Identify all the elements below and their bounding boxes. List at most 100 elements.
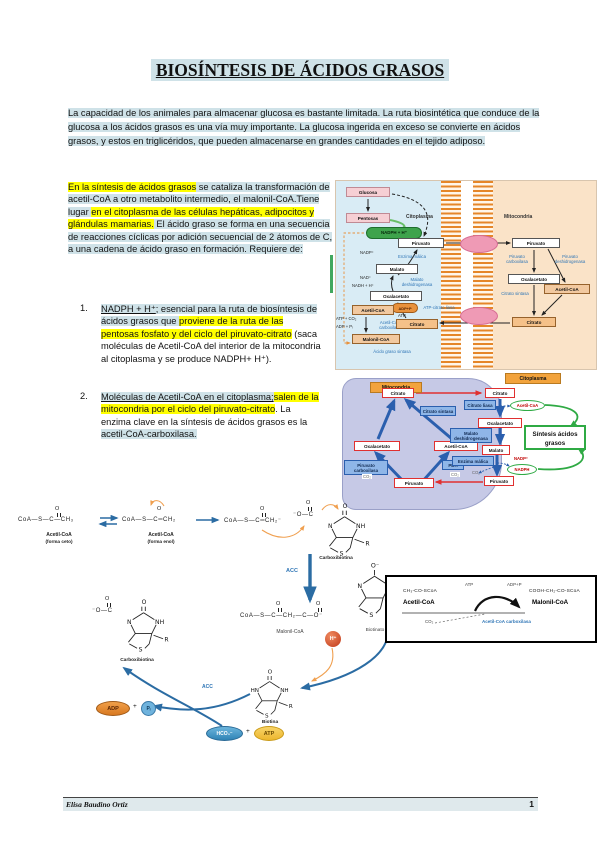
biotin-ring: O N NH S R bbox=[328, 503, 370, 556]
nadp-label: NADP⁺ bbox=[360, 250, 374, 255]
acc-reaction-mechanism: O CoA—S—C—CH₃ Acetil-CoA (forma ceto) O … bbox=[0, 498, 600, 798]
d2-piruvato-carboxilasa-box: Piruvato carboxilasa bbox=[344, 460, 388, 476]
double-bond bbox=[106, 602, 112, 607]
change-bar bbox=[330, 255, 333, 293]
o-atom: O bbox=[260, 506, 265, 512]
malonil-coa-structure: O O CoA—S—C—CH₂—C—O⁻ Malonil-CoA bbox=[240, 601, 350, 641]
double-bond bbox=[317, 607, 323, 612]
nh-atom: NH bbox=[155, 619, 164, 626]
carboxyl-group: ⁻O—C bbox=[92, 608, 113, 614]
carboxibiotina-left-structure: O ⁻O—C O N NH S R bbox=[92, 596, 182, 666]
d2-citrato-mito-box: Citrato bbox=[382, 388, 414, 398]
piruvato-cyto-box: Piruvato bbox=[398, 238, 444, 249]
ceto-formula: CoA—S—C—CH₃ bbox=[18, 517, 74, 523]
s-atom: S bbox=[340, 551, 344, 556]
citrate-shuttle-diagram: Glucosa Pentosas Citoplasma Mitocondria … bbox=[335, 180, 597, 370]
n-atom: N bbox=[127, 619, 132, 626]
citrato-cyto-box: Citrato bbox=[396, 319, 438, 330]
box-adp-p-label: ADP+P bbox=[507, 582, 522, 587]
o-minus-atom: O⁻ bbox=[371, 562, 379, 569]
oxalacetato-cyto-box: Oxalacetato bbox=[370, 291, 422, 302]
d2-acetil-coa-oval: Acetil-CoA bbox=[510, 400, 545, 411]
piruvato-carboxilasa-label: Piruvato carboxilasa bbox=[506, 254, 528, 265]
d2-malato-dh-box: Malato deshidrogenasa bbox=[450, 428, 492, 444]
o-atom: O bbox=[157, 506, 162, 512]
enzima-malica-label: Enzima málica bbox=[398, 254, 426, 259]
cytoplasm-label: Citoplasma bbox=[406, 214, 433, 220]
ceto-name: Acetil-CoA bbox=[46, 532, 72, 538]
outer-membrane bbox=[441, 181, 461, 369]
adp-pi-label: ADP + Pᵢ bbox=[336, 324, 353, 329]
atp-co2-label: ATP + CO₂ bbox=[336, 316, 357, 321]
list-item-2-number: 2. bbox=[80, 391, 88, 401]
enol-form: (forma enol) bbox=[147, 539, 175, 544]
carboxibiotina-top-structure: O ⁻O—C O N NH S R bbox=[293, 500, 379, 562]
s-atom: S bbox=[369, 612, 373, 618]
box-enzyme-label: Acetil-CoA carboxilasa bbox=[482, 619, 531, 624]
d2-oxalacetato-cyto-box: Oxalacetato bbox=[478, 418, 522, 428]
list-item-2-term: Moléculas de Acetil-CoA en el citoplasma… bbox=[101, 392, 274, 402]
acc-label-2: ACC bbox=[202, 684, 213, 690]
hn-atom: HN bbox=[251, 688, 259, 694]
plus-sign: + bbox=[246, 728, 250, 735]
box-acetil-formula: CH₃-CO-SCoA bbox=[403, 589, 438, 594]
nh-atom: NH bbox=[356, 523, 365, 530]
list-item-1-term: NADPH + H⁺ bbox=[101, 304, 156, 314]
sintesis-acidos-grasos-box: Síntesis ácidos grasos bbox=[524, 425, 586, 450]
diagram2-arrows bbox=[373, 390, 586, 485]
biotinato-label: Biotinato bbox=[365, 628, 385, 633]
enol-name: Acetil-CoA bbox=[148, 532, 174, 538]
nad-label: NAD⁺ bbox=[360, 275, 372, 280]
pentosas-box: Pentosas bbox=[346, 213, 390, 224]
double-bond bbox=[56, 512, 62, 517]
piruvato-deshidrogenasa-label: Piruvato deshidrogenasa bbox=[554, 254, 586, 265]
d2-co2-left-label: CO₂ bbox=[362, 474, 372, 479]
mitochondria-label: Mitocondria bbox=[504, 214, 533, 220]
d2-co2-right-label: CO₂ bbox=[450, 472, 460, 477]
d2-enzima-malica-box: Enzima málica bbox=[452, 456, 494, 467]
glucosa-box: Glucosa bbox=[346, 187, 390, 198]
list-item-2-text2: . La enzima clave en la síntesis de ácid… bbox=[101, 404, 308, 427]
d2-citrato-liasa-box: Citrato liasa bbox=[464, 400, 496, 411]
sintesis-seg1: En la síntesis de ácidos grasos bbox=[68, 182, 197, 192]
o-atom: O bbox=[55, 506, 60, 512]
n-atom: N bbox=[328, 523, 333, 530]
nadph-oval: NADPH + H⁺ bbox=[366, 227, 422, 239]
citrato-mito-box: Citrato bbox=[512, 317, 556, 328]
s-atom: S bbox=[265, 714, 269, 718]
acetil-coa-ceto-structure: O CoA—S—C—CH₃ Acetil-CoA (forma ceto) bbox=[18, 506, 100, 556]
double-bond bbox=[307, 506, 313, 511]
double-bond bbox=[261, 512, 267, 517]
malonil-name: Malonil-CoA bbox=[276, 629, 304, 635]
adp-oval: ADP bbox=[96, 701, 130, 716]
atp-citrato-liasa-label: ATP-citrato liasa bbox=[423, 305, 455, 310]
acetil-coa-carboxilasa-label: Acetil-CoA carboxilasa bbox=[379, 320, 401, 331]
malonil-formula: CoA—S—C—CH₂—C—O⁻ bbox=[240, 613, 323, 619]
malonil-coa-box: Malonil-CoA bbox=[352, 334, 400, 345]
list-item-1-text2: (saca moléculas de Acetil-CoA del interi… bbox=[101, 328, 321, 364]
pyruvate-transporter bbox=[460, 235, 498, 253]
carboxibiotina-left-label: Carboxibiotina bbox=[120, 658, 154, 663]
o-atom: O bbox=[268, 670, 273, 676]
o-atom: O bbox=[142, 599, 147, 606]
nadh-label: NADH + H⁺ bbox=[352, 283, 374, 288]
citrato-sintasa-label: Citrato sintasa bbox=[501, 291, 529, 296]
d2-cytoplasm-label: Citoplasma bbox=[505, 373, 561, 384]
acc-label-1: ACC bbox=[286, 568, 298, 574]
intro-text: La capacidad de los animales para almace… bbox=[68, 108, 540, 147]
intro-paragraph: La capacidad de los animales para almace… bbox=[68, 106, 541, 149]
footer-bar: Elisa Baudino Ortiz 1 bbox=[63, 797, 538, 811]
ceto-form: (forma ceto) bbox=[45, 539, 73, 544]
box-co2-label: CO₂ bbox=[425, 619, 434, 624]
d2-citrato-cyto-box: Citrato bbox=[485, 388, 515, 398]
piruvato-citrato-summary-diagram: Mitocondria Citoplasma Citrato Citrato s… bbox=[342, 368, 600, 510]
acetil-coa-mito-box: Acetil-CoA bbox=[544, 284, 590, 295]
title-row: BIOSÍNTESIS DE ÁCIDOS GRASOS bbox=[0, 59, 600, 81]
enol-formula: CoA—S—C═CH₂ bbox=[122, 517, 176, 523]
citrate-transporter bbox=[460, 307, 498, 325]
acetil-coa-enolate-structure: O CoA—S—C═CH₂⁻ bbox=[224, 506, 304, 546]
d2-oxalacetato-mito-box: Oxalacetato bbox=[354, 441, 400, 451]
box-malonil-formula: COOH-CH₂-CO-SCoA bbox=[529, 589, 580, 594]
d2-nadp-label: NADP⁺ bbox=[514, 456, 529, 461]
malato-box: Malato bbox=[376, 264, 418, 275]
